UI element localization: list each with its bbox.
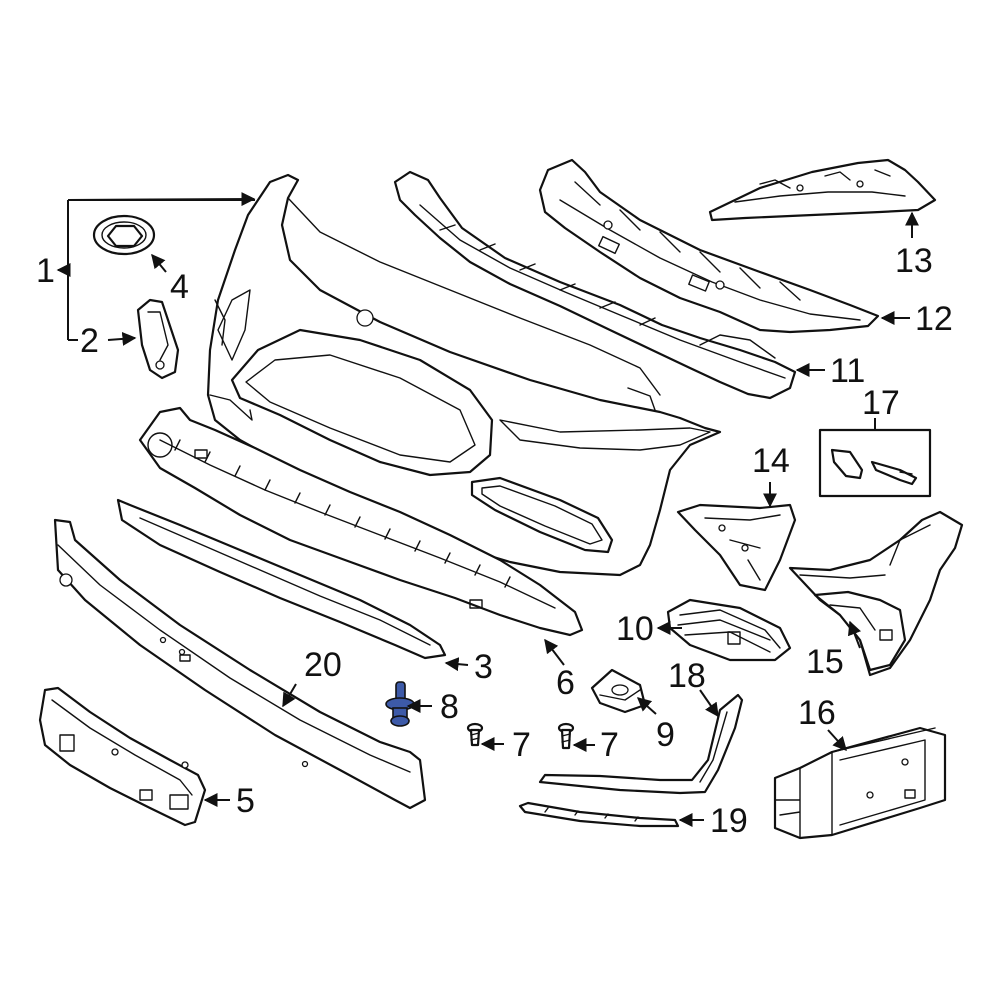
part-12-upper-support[interactable]	[538, 158, 880, 334]
callout-19: 19	[710, 802, 748, 840]
part-6-absorber[interactable]	[138, 406, 584, 637]
part-14-side-bracket[interactable]	[676, 503, 797, 592]
part-13-upper-bracket[interactable]	[708, 158, 937, 222]
callout-10: 10	[616, 610, 654, 648]
callout-11: 11	[830, 352, 865, 390]
callout-17: 17	[862, 384, 900, 422]
callout-14: 14	[752, 442, 790, 480]
callout-13: 13	[895, 242, 933, 280]
callout-8: 8	[440, 688, 459, 726]
part-11-reinforcement[interactable]	[393, 170, 797, 400]
part-9-clip[interactable]	[590, 668, 647, 714]
callout-labels: 1 2 3 4 5 6 7 7 8 9 10 11 12 13 14 15 16…	[36, 242, 953, 840]
part-17-clip-set[interactable]	[818, 428, 932, 498]
callout-7a: 7	[512, 726, 531, 764]
part-18-side-trim[interactable]	[538, 693, 744, 795]
callout-1: 1	[36, 252, 55, 290]
part-19-trim-strip[interactable]	[518, 801, 680, 828]
callout-16: 16	[798, 694, 836, 732]
part-7-screw-right[interactable]	[557, 722, 575, 750]
callout-18: 18	[668, 657, 706, 695]
part-16-support-bracket[interactable]	[773, 726, 947, 840]
part-10-grille-insert[interactable]	[666, 598, 792, 662]
part-5-license-bracket[interactable]	[38, 686, 207, 827]
part-2-tow-cover[interactable]	[136, 298, 180, 380]
callout-3: 3	[474, 648, 493, 686]
part-20-valance[interactable]	[53, 518, 427, 810]
callout-20: 20	[304, 646, 342, 684]
callout-6: 6	[556, 664, 575, 702]
callout-2: 2	[80, 322, 99, 360]
callout-5: 5	[236, 782, 255, 820]
callout-12: 12	[915, 300, 953, 338]
part-4-emblem[interactable]	[92, 214, 156, 256]
part-7-screw-left[interactable]	[466, 722, 484, 747]
callout-9: 9	[656, 716, 675, 754]
part-3-lower-trim[interactable]	[116, 498, 447, 660]
leader-lines	[58, 192, 919, 827]
callout-7b: 7	[600, 726, 619, 764]
part-8-push-pin[interactable]	[385, 681, 415, 727]
bumper-cover[interactable]	[206, 173, 722, 577]
callout-4: 4	[170, 268, 189, 306]
callout-15: 15	[806, 643, 844, 681]
